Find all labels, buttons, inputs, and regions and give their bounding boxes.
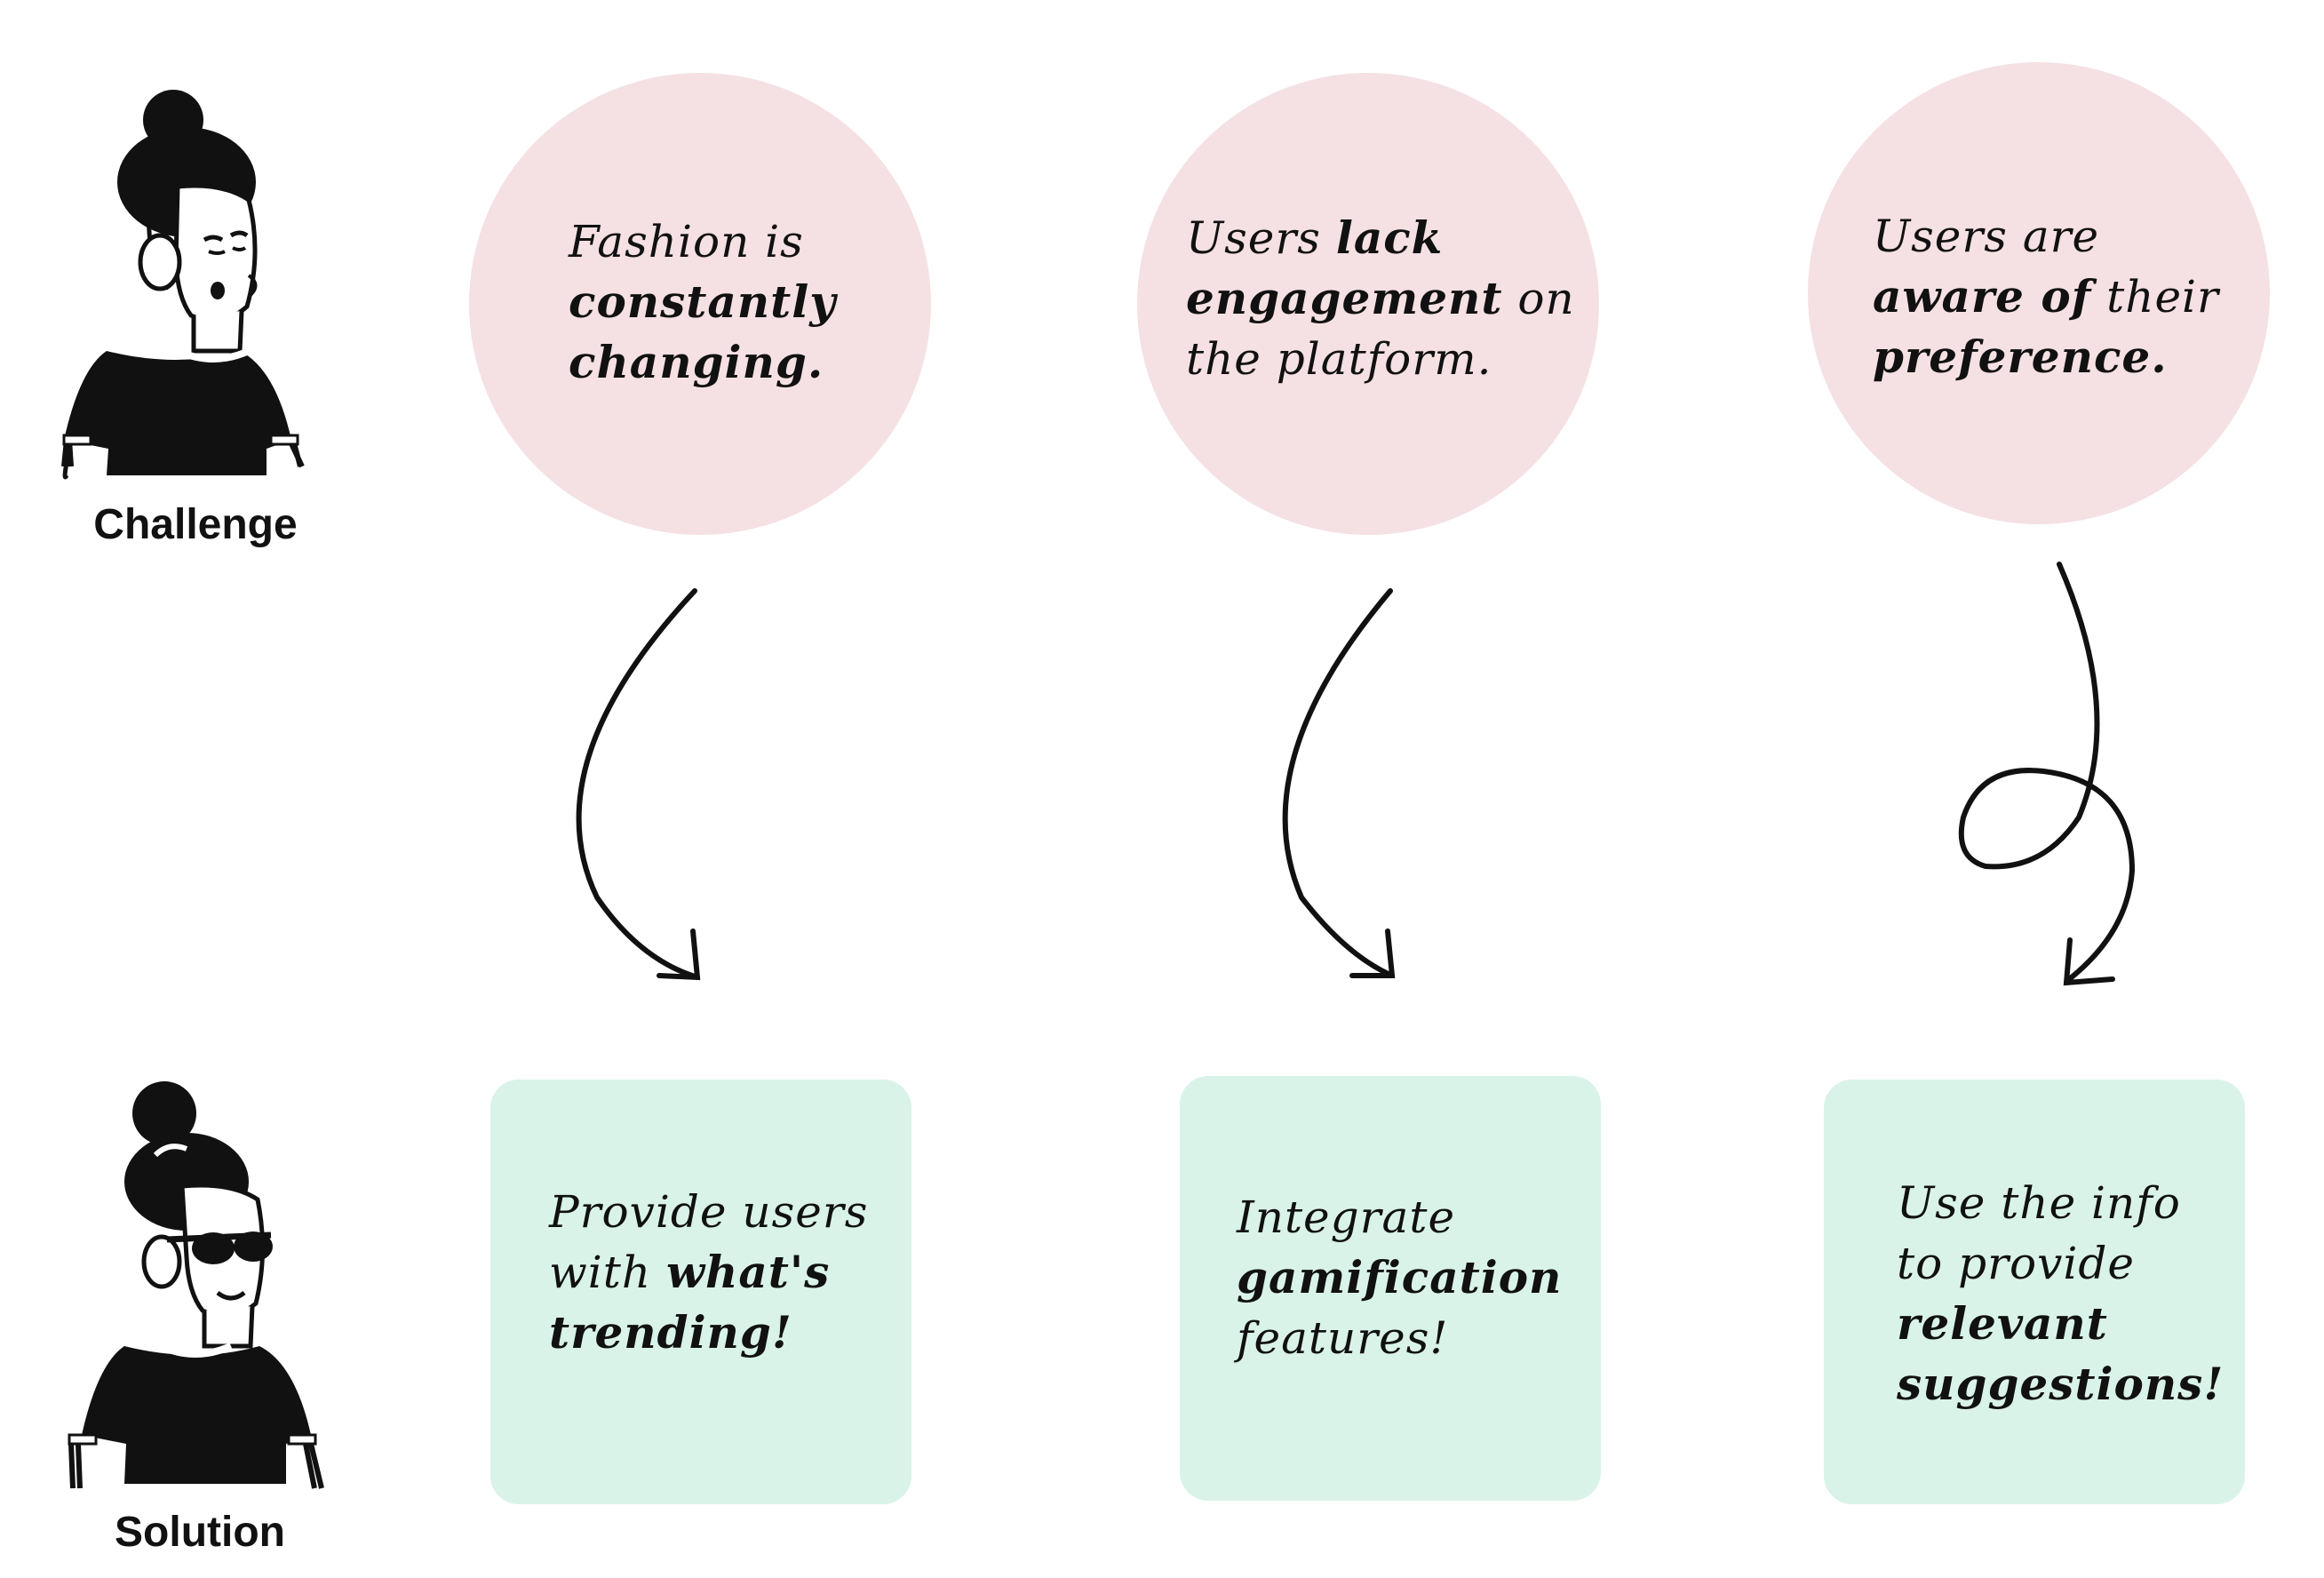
challenge-label: Challenge [93,501,298,548]
solution-text-1: Provide users with what's trending! [549,1186,869,1359]
curved-arrow-icon-1 [576,588,701,981]
challenge-person-icon [61,90,305,480]
challenge-circle-2 [1137,73,1599,535]
challenge-text-3: Users are aware of their preference. [1873,211,2219,383]
solution-person-icon [68,1081,324,1489]
solution-card-3 [1824,1080,2245,1504]
curved-arrow-icon-2 [1282,588,1396,978]
solution-card-1 [490,1080,911,1504]
challenge-text-1: Fashion is constantly changing. [569,216,837,388]
solution-card-2 [1180,1076,1601,1501]
solution-label: Solution [115,1509,285,1556]
challenge-circle-1 [469,73,931,535]
loop-arrow-icon [1958,562,2136,986]
challenge-circle-3 [1808,62,2270,524]
solution-text-3: Use the info to provide relevant suggest… [1897,1177,2225,1410]
challenge-text-2: Users lack engagement on the platform. [1186,211,1575,385]
solution-text-2: Integrate gamification features! [1237,1191,1563,1364]
